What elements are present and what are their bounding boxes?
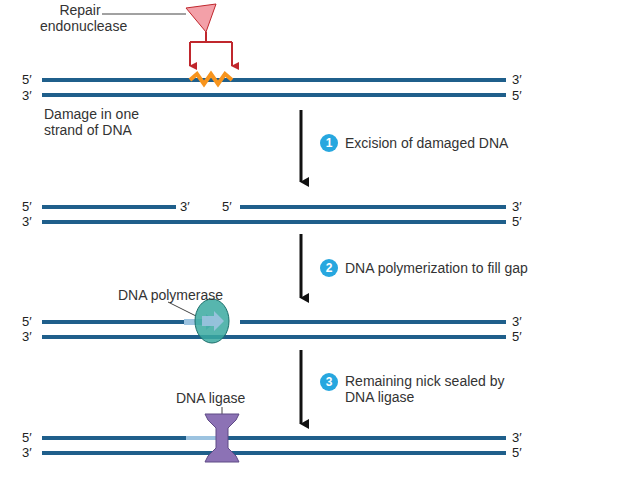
- endonuclease-symbol: [186, 4, 216, 32]
- step-arrow: [300, 234, 303, 298]
- dna-strand: [42, 335, 506, 339]
- step-description: Excision of damaged DNA: [345, 135, 565, 151]
- step-circle: 3: [320, 373, 338, 391]
- dna-strand: [42, 436, 186, 440]
- strand-end-label: 5′: [22, 430, 32, 446]
- step-circle: 2: [320, 259, 338, 277]
- strand-end-label: 5′: [512, 88, 522, 104]
- step-description: DNA polymerization to fill gap: [345, 260, 585, 276]
- strand-end-label: 5′: [22, 314, 32, 330]
- dna-strand: [42, 78, 506, 82]
- callout-number: 1: [326, 136, 333, 150]
- polymerase-symbol: [195, 299, 229, 343]
- dna-strand: [42, 451, 506, 455]
- dna-strand: [42, 93, 506, 97]
- dna-strand: [42, 320, 186, 324]
- enzyme-label: Repair endonuclease: [40, 2, 120, 34]
- strand-end-label: 3′: [22, 329, 32, 345]
- polymerase-arrow: [202, 311, 224, 331]
- strand-end-label: 3′: [22, 88, 32, 104]
- dna-strand: [240, 320, 506, 324]
- damage-zigzag: [190, 74, 232, 84]
- strand-end-label: 5′: [512, 329, 522, 345]
- enzyme-label: DNA ligase: [176, 390, 276, 406]
- enzyme-label: DNA polymerase: [118, 287, 238, 303]
- step-description: Remaining nick sealed by DNA ligase: [345, 373, 530, 405]
- callout-number: 2: [326, 261, 333, 275]
- damage-label: Damage in one strand of DNA: [44, 106, 154, 138]
- dna-strand: [42, 220, 506, 224]
- ligase-symbol: [205, 414, 239, 462]
- cut-bracket: [205, 32, 207, 42]
- dna-strand: [222, 436, 506, 440]
- strand-end-label: 3′: [512, 430, 522, 446]
- strand-end-label: 3′: [512, 199, 522, 215]
- callout-number: 3: [326, 375, 333, 389]
- step-circle: 1: [320, 134, 338, 152]
- strand-end-label: 3′: [22, 445, 32, 461]
- strand-end-label: 3′: [512, 72, 522, 88]
- strand-end-label: 3′: [22, 214, 32, 230]
- strand-end-label: 5′: [512, 214, 522, 230]
- strand-end-label: 5′: [22, 199, 32, 215]
- cut-arrow: [231, 42, 233, 66]
- strand-end-label: 3′: [180, 199, 190, 215]
- strand-end-label: 5′: [512, 445, 522, 461]
- step-arrow: [300, 110, 303, 182]
- cut-bracket: [190, 41, 232, 43]
- leader-line: [102, 14, 186, 15]
- cut-arrow: [189, 42, 191, 66]
- strand-end-label: 3′: [512, 314, 522, 330]
- step-arrow: [300, 350, 303, 424]
- strand-end-label: 5′: [222, 199, 232, 215]
- dna-strand: [42, 205, 176, 209]
- strand-end-label: 5′: [22, 72, 32, 88]
- leader-line: [222, 407, 223, 414]
- leader-line: [168, 302, 196, 316]
- dna-strand: [240, 205, 506, 209]
